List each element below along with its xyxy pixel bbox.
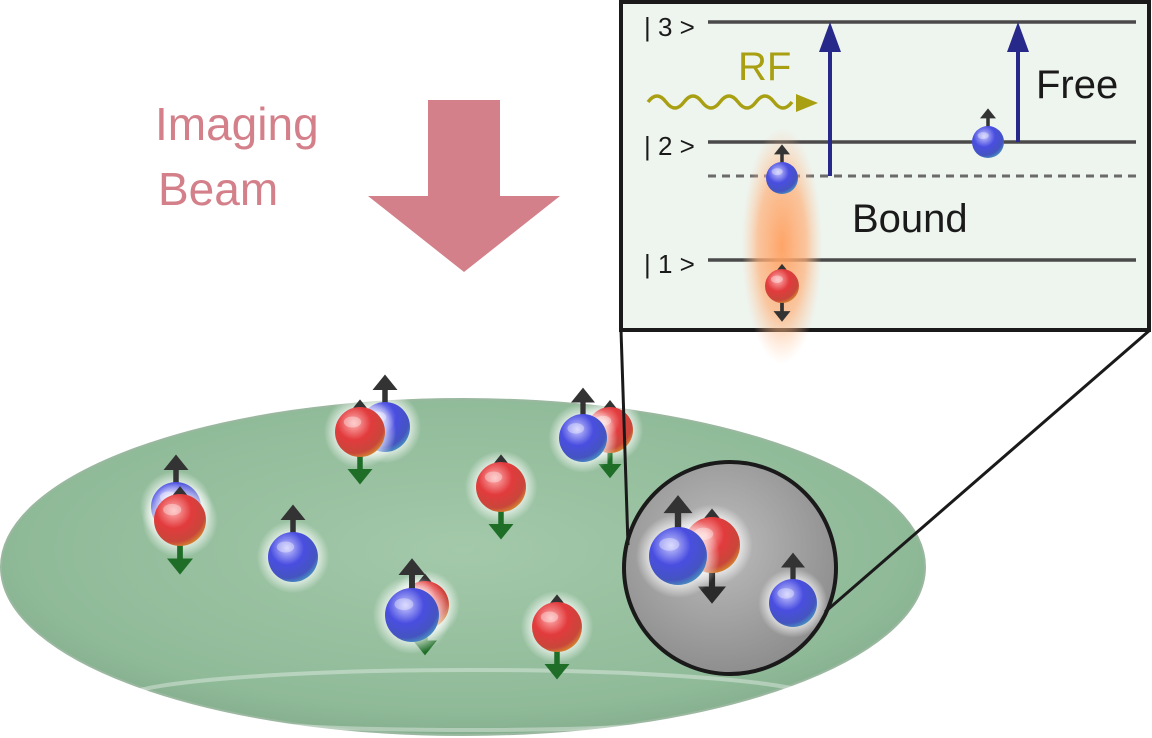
red-atom [142, 482, 218, 575]
level-3-label: | 3 > [644, 12, 695, 42]
red-atom [323, 395, 397, 485]
bound-transition-arrowhead [819, 22, 841, 52]
free-transition-arrowhead [1007, 22, 1029, 52]
imaging-label-line2: Beam [158, 163, 278, 215]
red-atom [464, 450, 538, 540]
rf-arrowhead [796, 94, 818, 112]
imaging-beam: Imaging Beam [155, 98, 560, 272]
blue-atom [548, 387, 618, 473]
bound-label: Bound [852, 197, 968, 241]
blue-atom [256, 504, 330, 594]
level-2-label: | 2 > [644, 131, 695, 161]
rf-label: RF [738, 45, 791, 89]
disk-atoms [139, 374, 644, 680]
blue-atom [766, 144, 798, 194]
blue-atom [758, 552, 828, 638]
blue-atom [372, 558, 452, 655]
imaging-label-line1: Imaging [155, 98, 319, 150]
free-label: Free [1036, 63, 1118, 107]
zoom-circle [622, 460, 838, 676]
disk-rim-highlight [118, 668, 822, 732]
imaging-beam-arrow [368, 100, 560, 272]
zoom-connector-right [824, 328, 1151, 614]
level-1-label: | 1 > [644, 249, 695, 279]
blue-atom [972, 108, 1004, 158]
blue-atom [635, 495, 721, 599]
inset-panel [619, 0, 1151, 332]
red-atom [765, 263, 799, 322]
energy-level-inset: | 3 > | 2 > | 1 > RF Free Bound [619, 0, 1151, 364]
bound-pair-glow [742, 128, 822, 364]
rf-wave [646, 94, 794, 110]
zoom-connector-left [619, 329, 630, 546]
red-atom [520, 590, 594, 680]
